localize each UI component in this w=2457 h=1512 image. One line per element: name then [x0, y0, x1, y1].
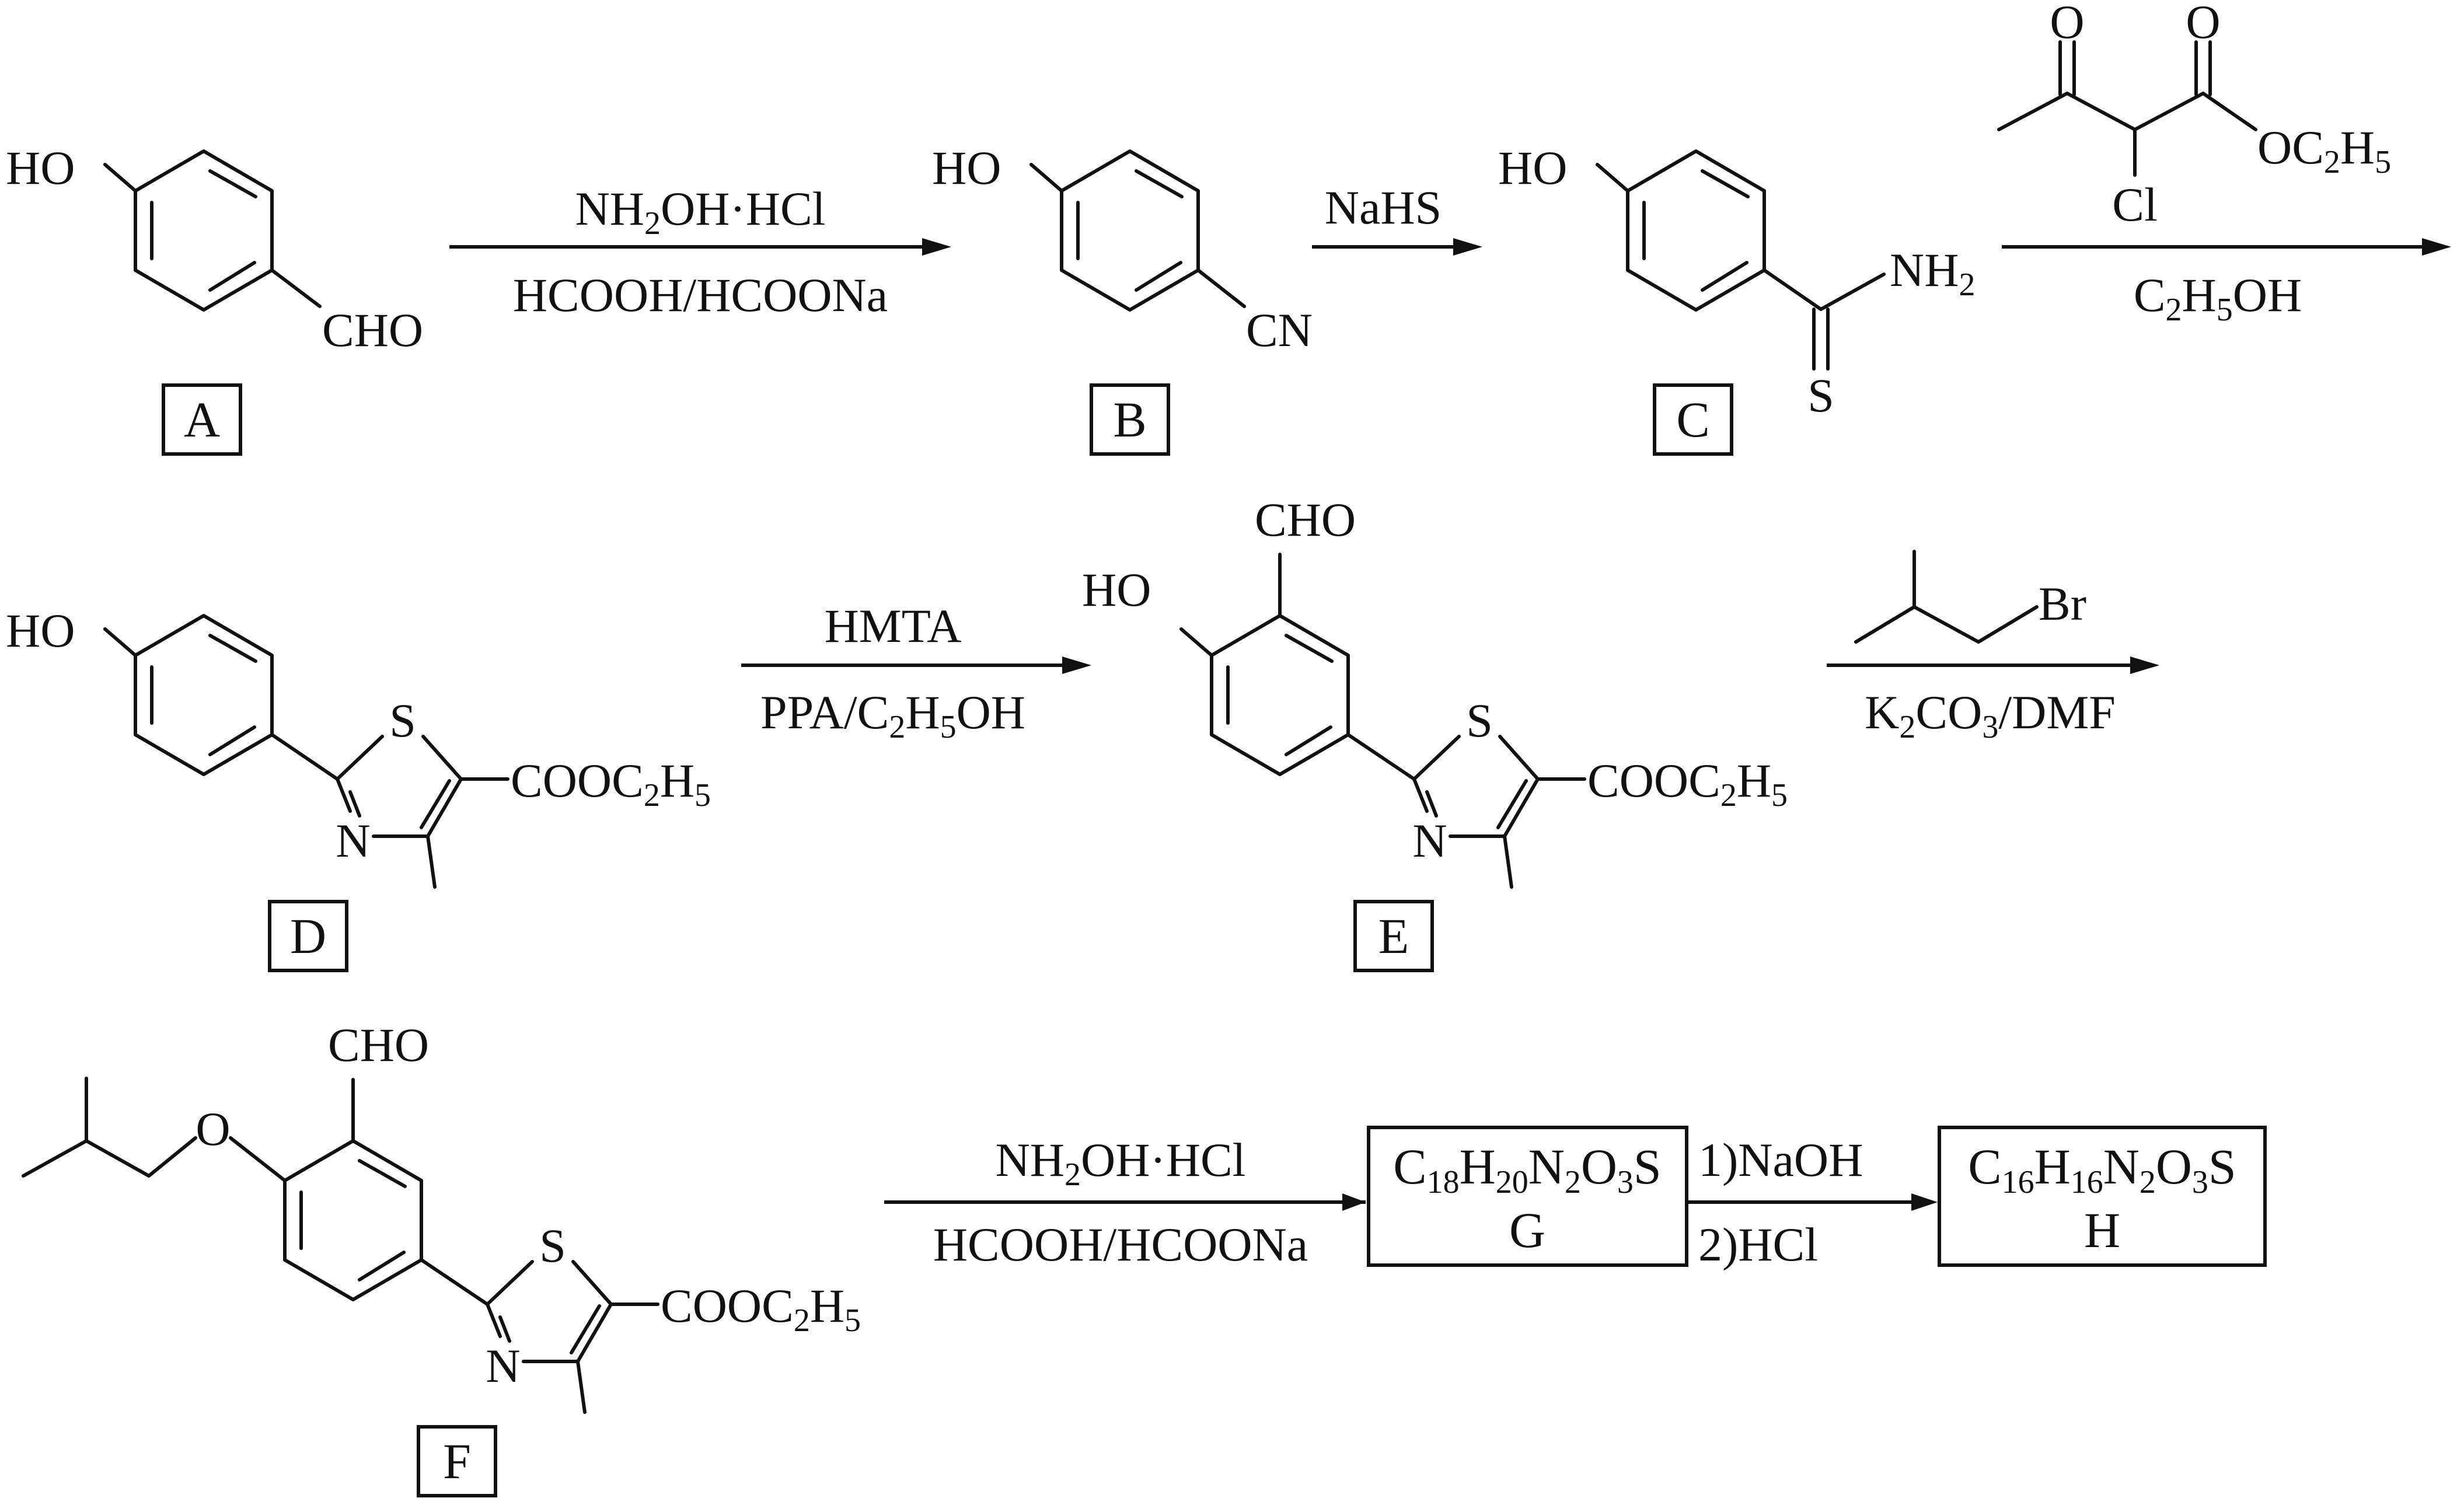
step5-reagent-below: K2CO3/DMF [1865, 686, 2116, 745]
compound-d-hydroxy-label: HO [6, 604, 75, 657]
compound-f-label-box: F [417, 1425, 497, 1497]
step3-reagent-below: C2H5OH [2134, 268, 2302, 328]
step3-reagent-structure: O O OC2H5 Cl [1997, 0, 2391, 231]
compound-e: HO CHO S N COOC2H5 [1082, 493, 1788, 889]
step2-reagent-above: NaHS [1325, 181, 1442, 234]
compound-e-label: E [1378, 908, 1409, 964]
compound-c-thione-label: S [1807, 369, 1834, 422]
step3-ester-oxygen-label: O [2186, 0, 2220, 48]
compound-e-bonds [1179, 553, 1586, 889]
step5-bromo-label: Br [2039, 577, 2086, 630]
compound-f-bonds [22, 1077, 659, 1414]
step2-arrow [1312, 238, 1482, 256]
step3-ethoxy-label: OC2H5 [2257, 121, 2391, 180]
step5-reagent-structure: Br [1854, 550, 2086, 644]
compound-e-aldehyde-label: CHO [1255, 493, 1356, 546]
step1-reagent-above: NH2OH·HCl [575, 182, 826, 242]
step3-chloro-label: Cl [2112, 178, 2157, 231]
step7-arrow [1688, 1193, 1938, 1211]
compound-f-label: F [443, 1433, 471, 1489]
compound-d-label: D [290, 908, 326, 964]
step6-reagent-below: HCOOH/HCOONa [933, 1218, 1308, 1271]
step7-reagent-below: 2)HCl [1698, 1218, 1818, 1271]
compound-d: HO S N COOC2H5 [6, 604, 711, 889]
compound-a-aldehyde-label: CHO [322, 303, 423, 357]
compound-f-ester-label: COOC2H5 [661, 1279, 861, 1339]
compound-f: O CHO S N COOC2H5 [22, 1018, 861, 1414]
step6-reagent-above: NH2OH·HCl [996, 1133, 1246, 1193]
compound-b-hydroxy-label: HO [932, 141, 1001, 194]
step6-arrow [884, 1193, 1366, 1211]
step4-reagent-above: HMTA [825, 599, 962, 652]
step3-structure-bonds [1997, 40, 2257, 177]
compound-a-bonds [103, 149, 322, 312]
compound-g-box: C18H20N2O3S G [1367, 1126, 1688, 1267]
compound-a-label: A [184, 392, 220, 448]
compound-a-hydroxy-label: HO [6, 141, 75, 194]
compound-e-sulfur-label: S [1466, 694, 1493, 747]
step5-arrow [1827, 657, 2159, 674]
compound-f-nitrogen-label: N [486, 1339, 520, 1392]
compound-a-label-box: A [162, 383, 242, 456]
compound-a: HO CHO [6, 141, 423, 357]
step4-reagent-below: PPA/C2H5OH [760, 686, 1025, 745]
compound-f-ether-oxygen-label: O [196, 1102, 230, 1155]
step1-arrow [449, 238, 951, 256]
compound-c-label: C [1676, 392, 1709, 448]
compound-d-nitrogen-label: N [336, 814, 370, 867]
compound-h-box: C16H16N2O3S H [1938, 1126, 2267, 1267]
compound-b-label: B [1113, 392, 1146, 448]
compound-b-bonds [1029, 149, 1246, 312]
compound-d-ester-label: COOC2H5 [511, 754, 711, 813]
compound-b: HO CN [932, 141, 1313, 357]
compound-g-label: G [1509, 1202, 1545, 1258]
compound-e-label-box: E [1353, 900, 1434, 972]
compound-f-sulfur-label: S [539, 1219, 566, 1272]
step4-arrow [741, 657, 1091, 674]
compound-c-amide-label: NH2 [1890, 243, 1975, 303]
compound-c-label-box: C [1653, 383, 1733, 456]
compound-e-hydroxy-label: HO [1082, 563, 1151, 616]
step1-reagent-below: HCOOH/HCOONa [513, 268, 888, 322]
compound-h-formula: C16H16N2O3S [1968, 1139, 2236, 1200]
compound-e-ester-label: COOC2H5 [1587, 754, 1788, 813]
compound-d-sulfur-label: S [389, 694, 416, 747]
compound-e-nitrogen-label: N [1412, 814, 1447, 867]
step5-structure-bonds [1854, 550, 2039, 644]
step3-arrow [2002, 238, 2451, 256]
compound-b-nitrile-label: CN [1246, 303, 1313, 357]
step7-reagent-above: 1)NaOH [1698, 1133, 1863, 1186]
compound-f-aldehyde-label: CHO [328, 1018, 429, 1071]
compound-b-label-box: B [1090, 383, 1170, 456]
compound-d-label-box: D [268, 900, 348, 972]
compound-g-formula: C18H20N2O3S [1393, 1139, 1662, 1200]
step3-ketone-oxygen-label: O [2050, 0, 2084, 48]
compound-h-label: H [2084, 1202, 2120, 1258]
compound-c-bonds [1596, 149, 1886, 371]
compound-c-hydroxy-label: HO [1498, 141, 1567, 194]
compound-c: HO NH2 S [1498, 141, 1975, 422]
compound-d-bonds [103, 614, 509, 889]
